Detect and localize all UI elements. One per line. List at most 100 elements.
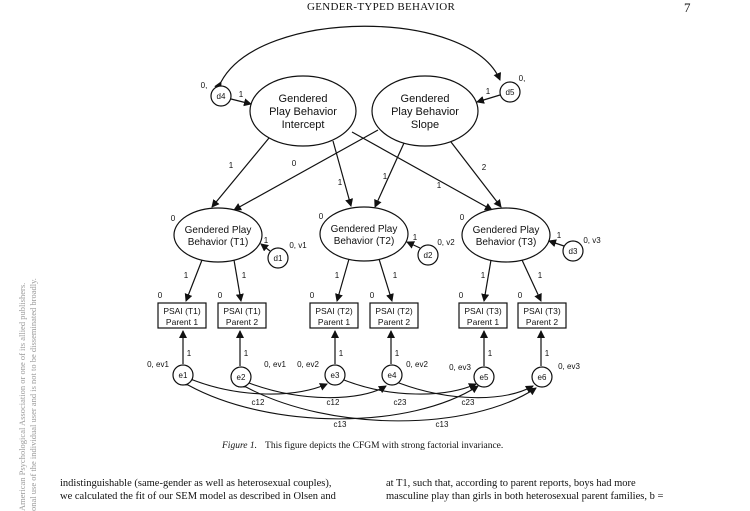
slope-label: Slope xyxy=(411,119,439,131)
path-e3-label: 1 xyxy=(339,349,344,358)
error-e5-variance: 0, ev3 xyxy=(449,363,471,372)
loading-intercept-t1-label: 1 xyxy=(229,161,234,170)
loading-intercept-t2-label: 1 xyxy=(338,178,343,187)
error-e6-label: e6 xyxy=(538,373,547,382)
body-line: we calculated the fit of our SEM model a… xyxy=(60,491,336,502)
covariance-e4-e6 xyxy=(391,376,534,399)
path-d2-label: 1 xyxy=(413,233,418,242)
path-d5-slope xyxy=(476,94,501,104)
body-line: masculine play than girls in both hetero… xyxy=(386,491,664,502)
loading-t3-p1 xyxy=(481,259,492,302)
intercept-ellipse xyxy=(249,75,357,147)
factor-t2-label: Gendered Play xyxy=(331,224,398,235)
disturbance-d1-variance: 0, v1 xyxy=(289,241,307,250)
path-e5-label: 1 xyxy=(488,349,493,358)
disturbance-d2-label: d2 xyxy=(424,251,433,260)
intercept-label: Intercept xyxy=(282,119,325,131)
loading-label: 1 xyxy=(184,271,189,280)
figure-caption-text: This figure depicts the CFGM with strong… xyxy=(265,441,504,451)
path-d5-label: 1 xyxy=(486,87,491,96)
indicator-label: PSAI (T2) xyxy=(375,306,412,316)
body-line: indistinguishable (same-gender as well a… xyxy=(60,478,332,489)
loading-label: 1 xyxy=(538,271,543,280)
loading-label: 1 xyxy=(335,271,340,280)
error-e3-label: e3 xyxy=(331,371,340,380)
body-line: at T1, such that, according to parent re… xyxy=(386,478,636,489)
factor-t3-mean: 0 xyxy=(460,213,465,222)
disturbance-d3-variance: 0, v3 xyxy=(583,236,601,245)
loading-slope-t3 xyxy=(450,141,502,208)
error-e6 xyxy=(531,366,553,388)
body-column-left: indistinguishable (same-gender as well a… xyxy=(60,477,365,503)
indicator-intercept: 0 xyxy=(459,291,464,300)
indicator-label: PSAI (T1) xyxy=(223,306,260,316)
disturbance-d2-variance: 0, v2 xyxy=(437,238,455,247)
path-d3 xyxy=(548,239,565,248)
figure-caption: Figure 1. This figure depicts the CFGM wi… xyxy=(222,441,503,451)
error-e4 xyxy=(381,364,403,386)
disturbance-d5-label: d5 xyxy=(506,88,515,97)
indicator-label: Parent 1 xyxy=(467,317,499,327)
factor-t1-ellipse xyxy=(173,207,263,263)
error-e3 xyxy=(324,364,346,386)
indicator-intercept: 0 xyxy=(310,291,315,300)
error-e5 xyxy=(473,366,495,388)
loading-t2-p2 xyxy=(378,258,394,302)
loading-intercept-t3-label: 1 xyxy=(437,181,442,190)
slope-label: Gendered xyxy=(401,93,450,105)
path-e4-label: 1 xyxy=(395,349,400,358)
covariance-label: c12 xyxy=(252,398,265,407)
disturbance-d3 xyxy=(562,240,584,262)
figure-label: Figure 1. xyxy=(222,441,258,451)
covariance-e2-e4 xyxy=(241,376,387,399)
disturbance-d5 xyxy=(499,81,521,103)
indicator-intercept: 0 xyxy=(218,291,223,300)
indicator-label: Parent 2 xyxy=(226,317,258,327)
indicator-label: PSAI (T1) xyxy=(163,306,200,316)
factor-t1-label: Behavior (T1) xyxy=(188,237,249,248)
loading-label: 1 xyxy=(393,271,398,280)
disturbance-d3-label: d3 xyxy=(569,247,578,256)
loading-t1-p2 xyxy=(233,259,244,302)
error-e3-variance: 0, ev2 xyxy=(297,360,319,369)
running-head-title: GENDER-TYPED BEHAVIOR xyxy=(307,1,456,13)
path-d2 xyxy=(406,241,421,249)
indicator-psai-t1-parent1 xyxy=(157,302,207,329)
disturbance-d4-variance: 0, xyxy=(201,81,208,90)
covariance-label: c23 xyxy=(394,398,407,407)
loading-label: 1 xyxy=(481,271,486,280)
loading-t1-p1 xyxy=(184,259,203,302)
loading-t2-p1 xyxy=(335,258,350,302)
error-e4-label: e4 xyxy=(388,371,397,380)
factor-t3-label: Behavior (T3) xyxy=(476,237,537,248)
indicator-intercept: 0 xyxy=(158,291,163,300)
factor-t2-ellipse xyxy=(319,206,409,262)
path-e2-label: 1 xyxy=(244,349,249,358)
body-column-right: at T1, such that, according to parent re… xyxy=(386,477,692,503)
disturbance-d4-label: d4 xyxy=(217,92,226,101)
disturbance-d5-variance: 0, xyxy=(519,74,526,83)
path-e6-label: 1 xyxy=(545,349,550,358)
error-e4-variance: 0, ev2 xyxy=(406,360,428,369)
indicator-label: PSAI (T3) xyxy=(464,306,501,316)
disturbance-d1 xyxy=(267,247,289,269)
factor-t2-label: Behavior (T2) xyxy=(334,236,395,247)
covariance-e1-e5 xyxy=(179,378,479,420)
indicator-intercept: 0 xyxy=(370,291,375,300)
error-e1-label: e1 xyxy=(179,371,188,380)
factor-t3-label: Gendered Play xyxy=(473,225,540,236)
covariance-label: c23 xyxy=(462,398,475,407)
covariance-label: c13 xyxy=(334,420,347,429)
indicator-psai-t1-parent2 xyxy=(217,302,267,329)
factor-t2-mean: 0 xyxy=(319,212,324,221)
indicator-label: PSAI (T3) xyxy=(523,306,560,316)
indicator-label: PSAI (T2) xyxy=(315,306,352,316)
loading-slope-t1-label: 0 xyxy=(292,159,297,168)
covariance-label: c12 xyxy=(327,398,340,407)
loading-intercept-t3 xyxy=(351,131,493,211)
path-d3-label: 1 xyxy=(557,231,562,240)
indicator-psai-t2-parent2 xyxy=(369,302,419,329)
indicator-psai-t2-parent1 xyxy=(309,302,359,329)
loading-intercept-t1 xyxy=(211,137,270,208)
error-e2-label: e2 xyxy=(237,373,246,382)
